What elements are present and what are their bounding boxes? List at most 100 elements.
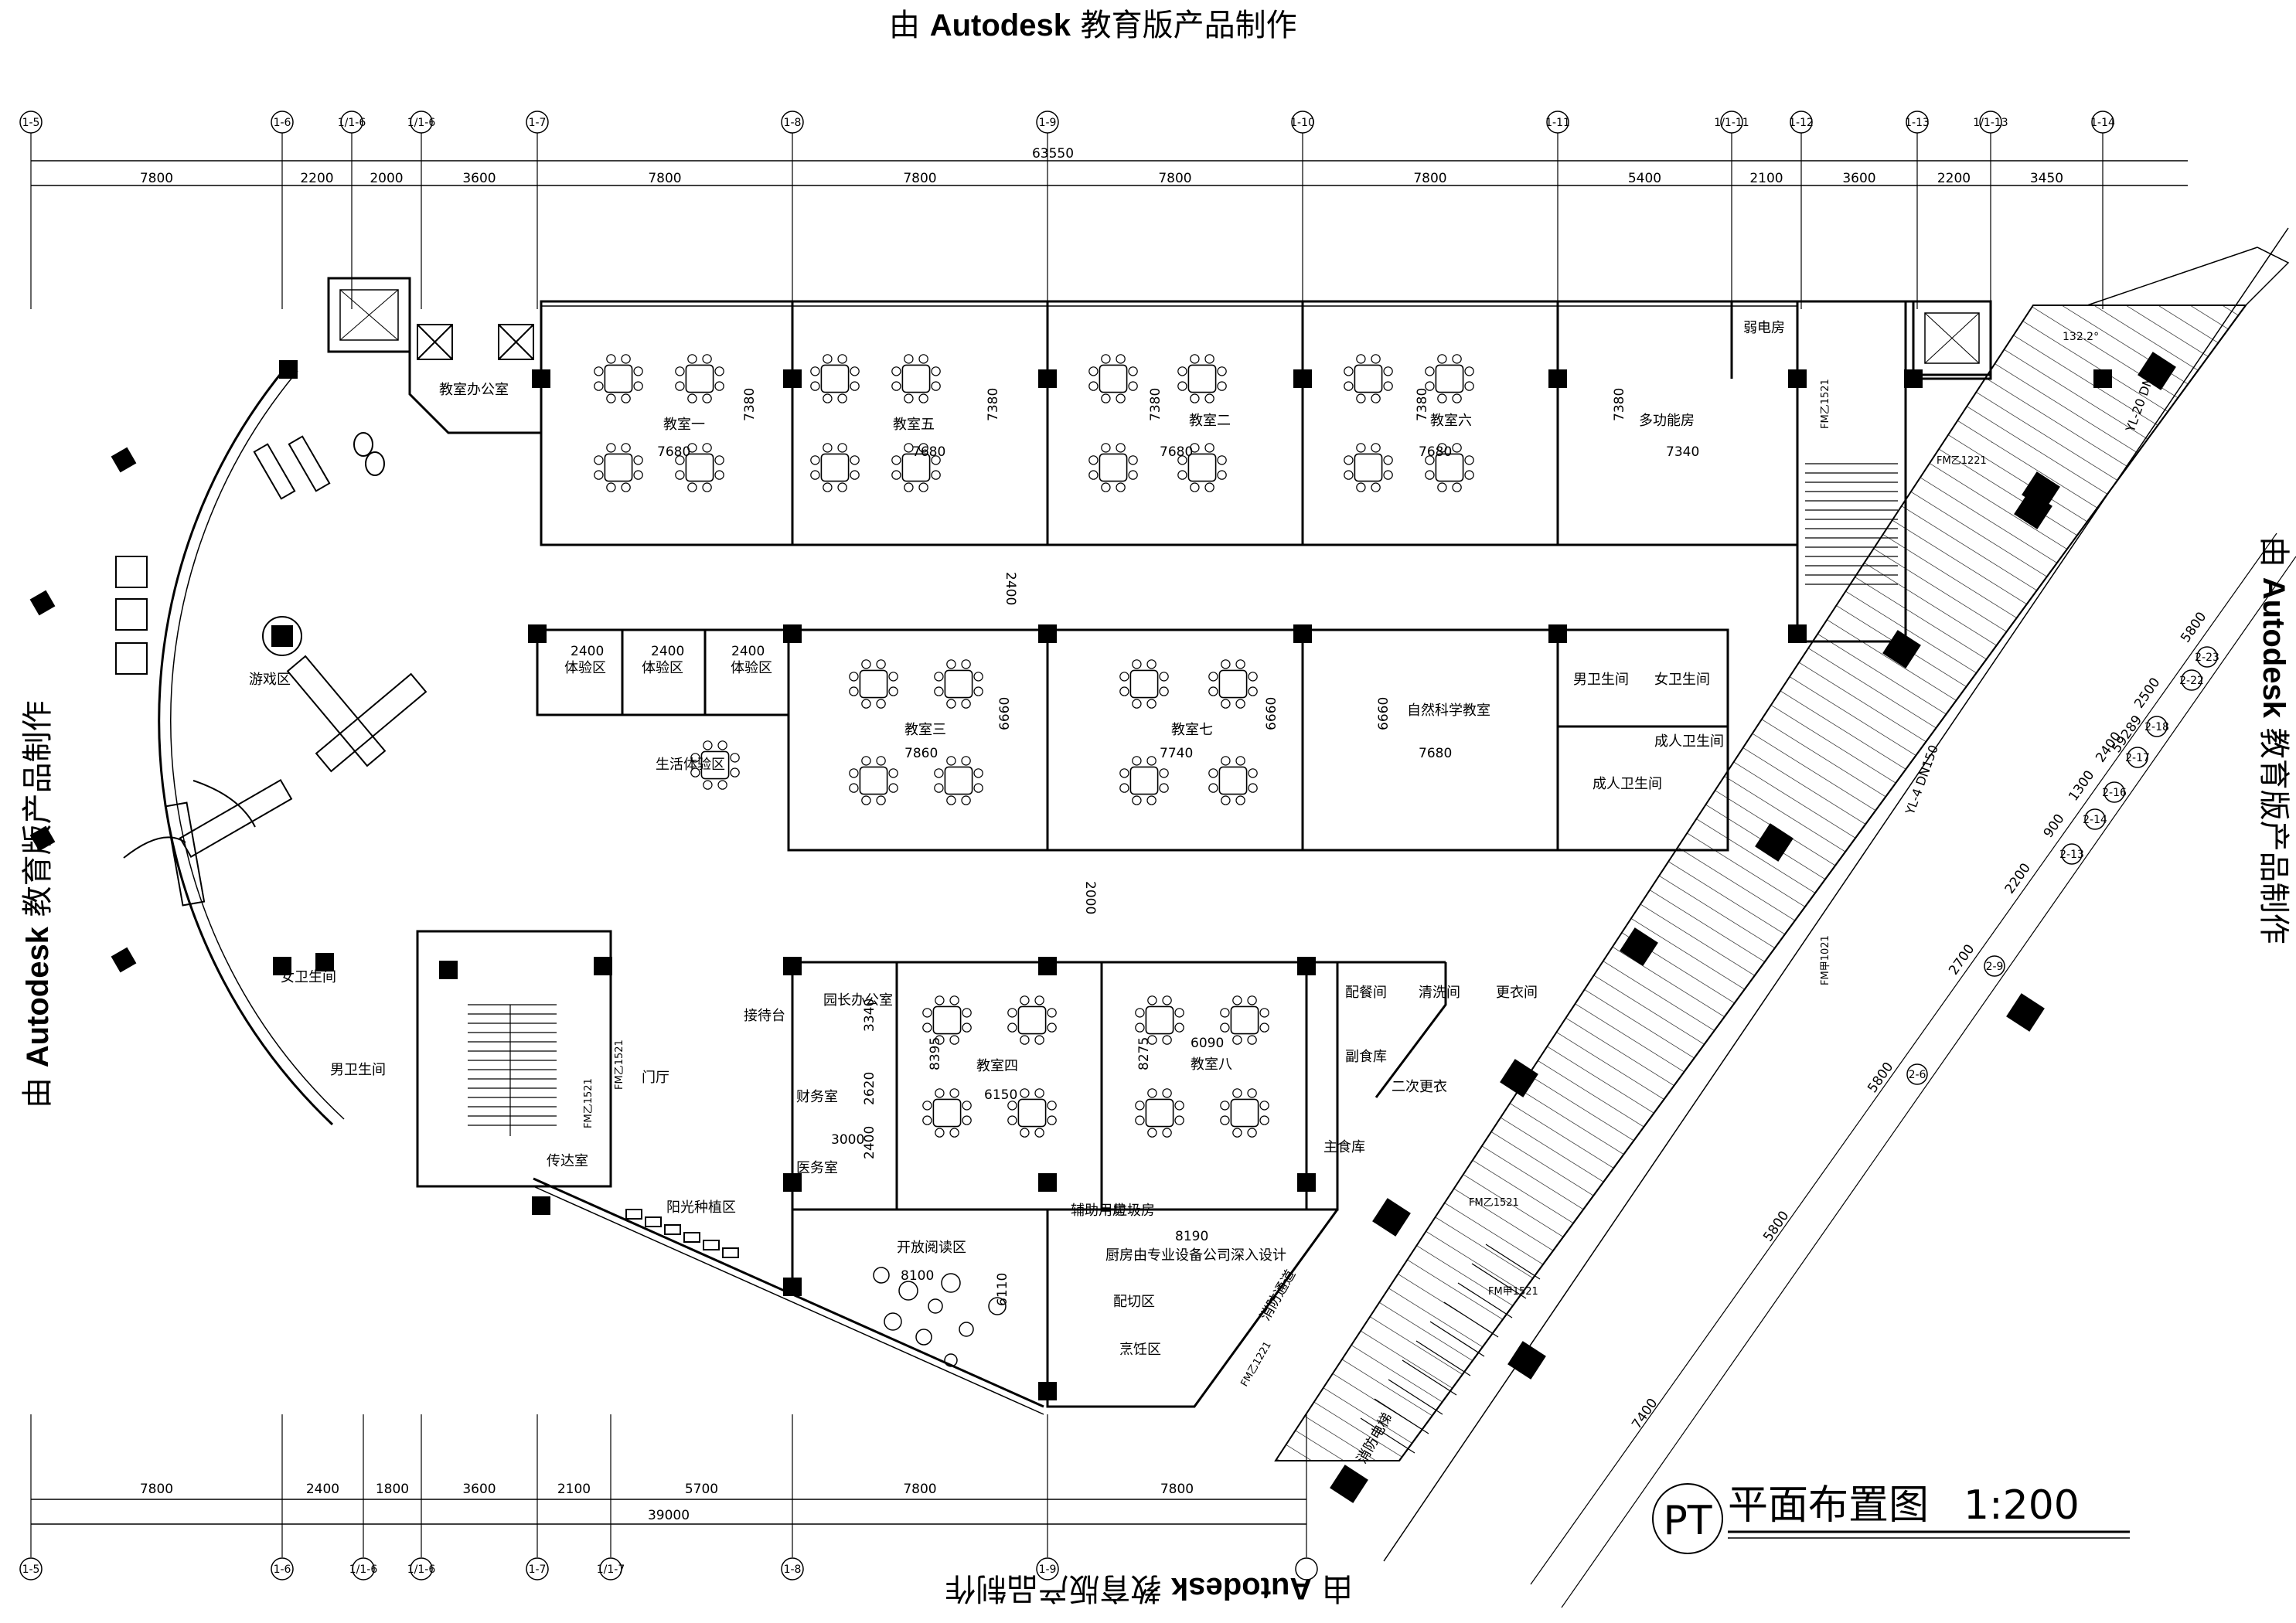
room-labels: 教室一 教室五 教室二 教室六 多功能房 弱电房 教室三 教室七 自然科学教室 … bbox=[249, 320, 1785, 1467]
axis-label: 1-6 bbox=[274, 1563, 291, 1576]
room-label: 体验区 bbox=[731, 660, 772, 676]
room-label: 生活体验区 bbox=[656, 757, 725, 773]
axis-bubble bbox=[19, 111, 43, 134]
axis-label: 1-12 bbox=[1789, 117, 1814, 129]
room-label: 财务室 bbox=[796, 1089, 838, 1105]
drawing-scale: 1:200 bbox=[1964, 1482, 2080, 1529]
elevator-left bbox=[327, 277, 411, 353]
elevator-right bbox=[1912, 300, 1992, 376]
right-dim-segment: 900 bbox=[2041, 812, 2068, 841]
column bbox=[1882, 630, 1921, 669]
axis-bubble bbox=[2181, 669, 2202, 691]
axis-bubble bbox=[1036, 1557, 1059, 1580]
column bbox=[783, 957, 802, 975]
svg-text:FM乙1521: FM乙1521 bbox=[1820, 379, 1831, 429]
svg-text:3000: 3000 bbox=[831, 1132, 864, 1148]
room-label: 教室五 bbox=[893, 417, 935, 433]
room-label: 阳光种植区 bbox=[666, 1199, 736, 1216]
column bbox=[1330, 1465, 1368, 1503]
axis-bubble bbox=[1295, 1557, 1318, 1580]
office-desks bbox=[417, 324, 534, 360]
column bbox=[783, 1173, 802, 1192]
svg-text:FM乙1221: FM乙1221 bbox=[1937, 455, 1987, 467]
axis-bubble bbox=[526, 111, 549, 134]
room-label: 二次更衣 bbox=[1392, 1079, 1447, 1095]
room-label: 教室二 bbox=[1189, 413, 1231, 429]
room-label: 副食库 bbox=[1345, 1049, 1387, 1065]
room-label: 教室四 bbox=[976, 1058, 1018, 1074]
axis-label: 1-6 bbox=[274, 117, 291, 129]
axis-bubble bbox=[19, 1557, 43, 1580]
table-with-chairs bbox=[934, 755, 984, 806]
axis-bubble bbox=[599, 1557, 622, 1580]
table-with-chairs bbox=[1119, 755, 1170, 806]
room-label: 多功能房 bbox=[1639, 413, 1695, 429]
axis-label: 2-16 bbox=[2102, 787, 2127, 799]
svg-text:7680: 7680 bbox=[1419, 746, 1452, 761]
room-label: 更衣间 bbox=[1496, 985, 1538, 1001]
stairs bbox=[468, 463, 1898, 1454]
svg-text:7380: 7380 bbox=[1415, 388, 1430, 421]
axis-bubble bbox=[410, 111, 433, 134]
room-label: 女卫生间 bbox=[281, 969, 336, 985]
svg-text:2400: 2400 bbox=[1003, 572, 1018, 605]
axis-label: 1-14 bbox=[2090, 117, 2115, 129]
classroom-tables bbox=[593, 354, 1475, 1138]
svg-text:6090: 6090 bbox=[1191, 1036, 1224, 1051]
room-label: 传达室 bbox=[547, 1153, 588, 1169]
svg-text:7740: 7740 bbox=[1160, 746, 1193, 761]
room-label: 体验区 bbox=[564, 660, 606, 676]
room-label: 开放阅读区 bbox=[897, 1240, 966, 1256]
column bbox=[1507, 1341, 1546, 1380]
top-dim-segment: 2100 bbox=[1749, 171, 1783, 186]
top-dimension-chain bbox=[31, 160, 2188, 186]
column bbox=[532, 1196, 550, 1215]
svg-text:FM乙1521: FM乙1521 bbox=[583, 1078, 594, 1128]
axis-label: 1-7 bbox=[529, 1563, 547, 1576]
table-with-chairs bbox=[1208, 755, 1259, 806]
bottom-dim-segment: 2400 bbox=[306, 1482, 339, 1497]
table-with-chairs bbox=[810, 442, 860, 493]
room-label: 厨房由专业设备公司深入设计 bbox=[1105, 1247, 1286, 1264]
right-dim-segment: 2700 bbox=[1946, 941, 1977, 978]
column bbox=[273, 957, 291, 975]
building-walls bbox=[158, 300, 1992, 1415]
axis-label: 1-8 bbox=[784, 1563, 802, 1576]
top-total-dim: 63550 bbox=[1032, 146, 1074, 162]
column bbox=[528, 624, 547, 643]
room-label: 配餐间 bbox=[1345, 985, 1387, 1001]
table-with-chairs bbox=[922, 1088, 973, 1138]
room-label: 成人卫生间 bbox=[1654, 733, 1724, 750]
column bbox=[783, 1278, 802, 1296]
column bbox=[29, 825, 56, 852]
column bbox=[111, 947, 137, 973]
column bbox=[1548, 369, 1567, 388]
column bbox=[1038, 1382, 1057, 1400]
table-with-chairs bbox=[1344, 354, 1394, 404]
svg-text:6660: 6660 bbox=[997, 697, 1013, 730]
room-label: 清洗间 bbox=[1419, 985, 1460, 1001]
axis-bubble bbox=[1036, 111, 1059, 134]
room-label: 配切区 bbox=[1113, 1294, 1155, 1310]
column bbox=[1038, 369, 1057, 388]
svg-text:7860: 7860 bbox=[904, 746, 938, 761]
axis-bubble bbox=[340, 111, 363, 134]
bottom-total-dim: 39000 bbox=[648, 1508, 690, 1523]
table-with-chairs bbox=[1220, 1088, 1270, 1138]
axis-label: 1/1-6 bbox=[407, 1563, 436, 1576]
column bbox=[1297, 957, 1316, 975]
axis-bubble bbox=[1906, 111, 1929, 134]
axis-bubble bbox=[781, 1557, 804, 1580]
column bbox=[1038, 1173, 1057, 1192]
table-with-chairs bbox=[1135, 1088, 1185, 1138]
room-label: 辅助用房 bbox=[1071, 1203, 1126, 1219]
table-with-chairs bbox=[1119, 658, 1170, 709]
svg-text:6150: 6150 bbox=[984, 1087, 1017, 1103]
axis-label: 1/1-11 bbox=[1714, 117, 1749, 129]
table-with-chairs bbox=[1088, 354, 1139, 404]
right-dim-segment: 7400 bbox=[1629, 1396, 1661, 1432]
column bbox=[439, 961, 458, 979]
